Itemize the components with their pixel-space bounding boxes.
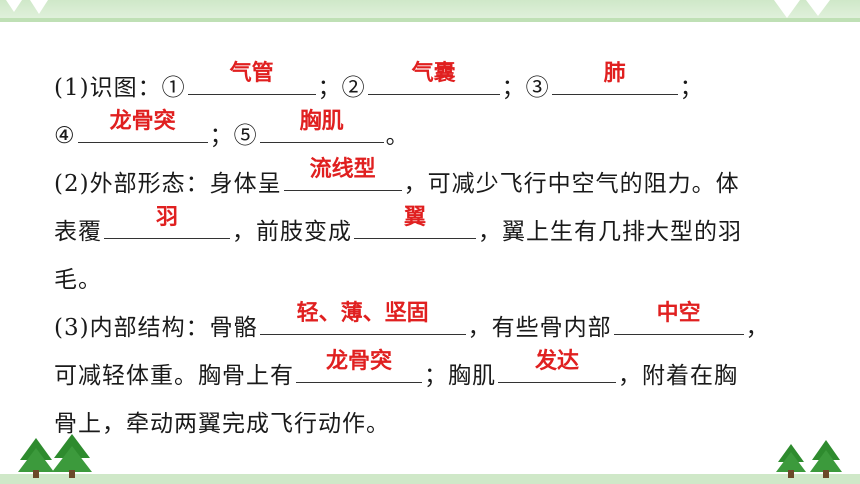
q3-text1: (3)内部结构：骨骼 (54, 315, 258, 341)
answer-6: 流线型 (309, 157, 376, 182)
q3-line1: (3)内部结构：骨骼 轻、薄、坚固 ，有些骨内部 中空 ， (54, 302, 824, 352)
tree-icon-left-2 (52, 434, 92, 478)
q2-text3: 毛。 (54, 267, 102, 293)
answer-9: 轻、薄、坚固 (296, 301, 429, 326)
q2-text2-after: ，翼上生有几排大型的羽 (478, 219, 742, 245)
answer-8: 翼 (403, 205, 426, 230)
q2-line1: (2)外部形态：身体呈 流线型 ，可减少飞行中空气的阻力。体 (54, 158, 824, 208)
blank-10: 中空 (613, 302, 744, 335)
bottom-border (0, 474, 860, 484)
blank-8: 翼 (354, 206, 476, 239)
blank-2: 气囊 (367, 62, 500, 95)
question-content: (1)识图：① 气管 ；② 气囊 ；③ 肺 ； ④ 龙骨突 ；⑤ 胸肌。 (2)外部形态：身体呈 流… (54, 62, 824, 448)
q2-text1: (2)外部形态：身体呈 (54, 171, 282, 197)
answer-12: 发达 (534, 349, 579, 374)
blank-11: 龙骨突 (296, 350, 422, 383)
q1-sep5: ；⑤ (209, 123, 258, 149)
top-left-triangles (6, 0, 48, 14)
q3-text2-after: ，附着在胸 (618, 363, 738, 389)
answer-11: 龙骨突 (325, 349, 392, 374)
tree-icon-right-2 (810, 440, 842, 478)
q3-text1-after: ， (745, 315, 770, 341)
q3-line3: 骨上，牵动两翼完成飞行动作。 (54, 400, 824, 448)
tree-icon-right-1 (776, 444, 806, 478)
tree-icon-left-1 (18, 438, 54, 478)
answer-10: 中空 (656, 301, 701, 326)
q2-text2: 表覆 (54, 219, 102, 245)
q1-end3: ； (679, 75, 704, 101)
answer-2: 气囊 (411, 61, 456, 86)
q3-text3: 骨上，牵动两翼完成飞行动作。 (54, 411, 390, 437)
q2-text2-mid: ，前肢变成 (232, 219, 352, 245)
q3-text2: 可减轻体重。胸骨上有 (54, 363, 294, 389)
q1-sep3: ；③ (501, 75, 550, 101)
blank-12: 发达 (498, 350, 616, 383)
blank-5: 胸肌 (259, 110, 384, 143)
q1-end5: 。 (385, 123, 410, 149)
q3-text1-mid: ，有些骨内部 (467, 315, 612, 341)
answer-4: 龙骨突 (109, 109, 176, 134)
q2-line2: 表覆 羽 ，前肢变成 翼 ，翼上生有几排大型的羽 (54, 206, 824, 256)
q3-line2: 可减轻体重。胸骨上有 龙骨突 ；胸肌 发达 ，附着在胸 (54, 350, 824, 400)
blank-9: 轻、薄、坚固 (259, 302, 466, 335)
q3-text2-mid: ；胸肌 (424, 363, 496, 389)
answer-1: 气管 (229, 61, 274, 86)
top-border (0, 0, 860, 22)
blank-7: 羽 (104, 206, 230, 239)
blank-4: 龙骨突 (77, 110, 208, 143)
q1-mark4: ④ (54, 123, 76, 149)
q2-line3: 毛。 (54, 256, 824, 304)
q1-line2: ④ 龙骨突 ；⑤ 胸肌。 (54, 110, 824, 160)
answer-5: 胸肌 (299, 109, 344, 134)
answer-7: 羽 (155, 205, 178, 230)
blank-3: 肺 (551, 62, 678, 95)
blank-1: 气管 (187, 62, 316, 95)
blank-6: 流线型 (283, 158, 402, 191)
q2-text1-after: ，可减少飞行中空气的阻力。体 (403, 171, 740, 197)
top-right-triangles (774, 0, 830, 18)
q1-prefix: (1)识图：① (54, 75, 186, 101)
q1-line1: (1)识图：① 气管 ；② 气囊 ；③ 肺 ； (54, 62, 824, 112)
q1-sep2: ；② (317, 75, 366, 101)
answer-3: 肺 (603, 61, 626, 86)
